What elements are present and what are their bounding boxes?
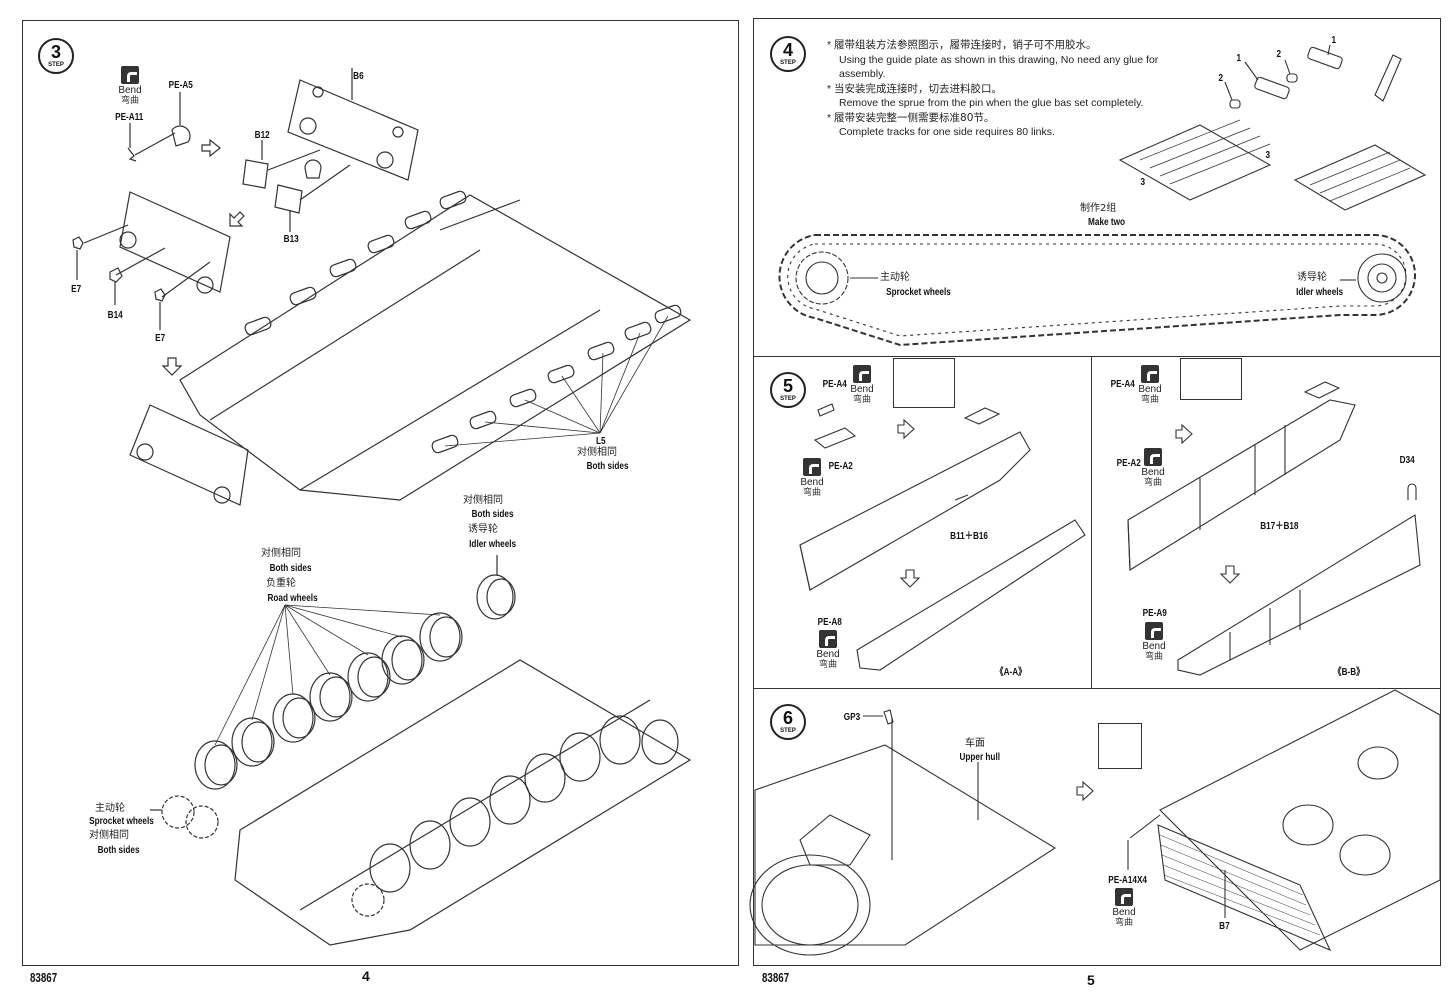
assembly-label-b17-b18: B17＋B18 [1260,521,1299,532]
sprocket-both-sides-cn: 对侧相同 [89,830,129,841]
part-label-pe-a9: PE-A9 [1142,608,1167,619]
road-both-sides-en: Both sides [269,563,312,574]
bend-icon [819,630,837,648]
bend-indicator: Bend 弯曲 [842,365,882,405]
idler-wheels-en: Idler wheels [469,539,517,550]
bend-icon [1145,622,1163,640]
part-label-l5: L5 [596,436,606,447]
idler-wheels-cn: 诱导轮 [468,524,498,535]
note-3: * 履带安装完整一侧需要标准80节。 [827,111,995,124]
callout-3: 3 [1140,177,1146,188]
divider [753,688,1441,689]
bend-indicator: Bend 弯曲 [110,66,150,106]
idler-both-sides-cn: 对侧相同 [463,495,503,506]
step-3-badge: 3 STEP [38,38,74,74]
section-label-b-b: 《B-B》 [1333,667,1365,678]
part-label-pe-a4: PE-A4 [1110,379,1135,390]
part-label-b6: B6 [353,71,364,82]
sprocket-wheels-cn: 主动轮 [880,272,910,283]
bend-indicator: Bend 弯曲 [808,630,848,670]
sprocket-wheels-cn: 主动轮 [95,803,125,814]
upper-hull-cn: 车面 [965,738,985,749]
part-label-pe-a2: PE-A2 [1116,458,1141,469]
part-label-b12: B12 [254,130,270,141]
part-label-d34: D34 [1399,455,1415,466]
road-wheels-cn: 负重轮 [266,578,296,589]
part-label-e7: E7 [155,333,166,344]
road-both-sides-cn: 对侧相同 [261,548,301,559]
bend-indicator: Bend 弯曲 [792,458,832,498]
make-two-en: Make two [1088,217,1125,228]
part-label-pe-a11: PE-A11 [115,112,144,123]
road-wheels-en: Road wheels [267,593,318,604]
part-label-b14: B14 [107,310,123,321]
callout-1: 1 [1236,53,1242,64]
part-label-pe-a4: PE-A4 [822,379,847,390]
idler-wheels-en: Idler wheels [1296,287,1344,298]
bend-icon [121,66,139,84]
callout-1: 1 [1331,35,1337,46]
part-label-pe-a8: PE-A8 [817,617,842,628]
callout-2: 2 [1276,49,1282,60]
page-number: 4 [362,968,370,984]
upper-hull-en: Upper hull [959,752,1001,763]
bend-icon [803,458,821,476]
step-4-notes: * 履带组装方法参照图示，履带连接时，销子可不用胶水。 Using the gu… [827,38,1169,140]
kit-number: 83867 [30,970,58,985]
part-label-pe-a14x4: PE-A14X4 [1108,875,1147,886]
divider [753,356,1441,357]
bend-icon [1115,888,1133,906]
idler-wheels-cn: 诱导轮 [1297,272,1327,283]
callout-2: 2 [1218,73,1224,84]
make-two-cn: 制作2组 [1080,203,1117,214]
idler-both-sides-en: Both sides [471,509,514,520]
bend-indicator: Bend 弯曲 [1133,448,1173,488]
part-label-pe-a5: PE-A5 [168,80,193,91]
sprocket-both-sides-en: Both sides [97,845,140,856]
bend-indicator: Bend 弯曲 [1104,888,1144,928]
section-label-a-a: 《A-A》 [995,667,1027,678]
l5-both-sides-cn: 对侧相同 [577,447,617,458]
divider [1091,356,1092,688]
assembly-label-b11-b16: B11＋B16 [950,531,988,542]
callout-3: 3 [1265,150,1271,161]
bend-icon [853,365,871,383]
bend-icon [1144,448,1162,466]
detail-callout-a [893,358,955,408]
kit-number: 83867 [762,970,790,985]
sprocket-wheels-en: Sprocket wheels [89,816,154,827]
detail-callout-b [1180,358,1242,400]
page-number: 5 [1087,972,1095,988]
part-label-b7: B7 [1219,921,1230,932]
part-label-e7: E7 [71,284,82,295]
bend-indicator: Bend 弯曲 [1134,622,1174,662]
bend-icon [1141,365,1159,383]
note-1: * 履带组装方法参照图示，履带连接时，销子可不用胶水。 [827,39,1097,51]
sprocket-wheels-en: Sprocket wheels [886,287,951,298]
step-6-badge: 6 STEP [770,704,806,740]
note-2: * 当安装完成连接时，切去进料胶口。 [827,82,1003,95]
step-4-badge: 4 STEP [770,36,806,72]
bend-indicator: Bend 弯曲 [1130,365,1170,405]
part-label-b13: B13 [283,234,299,245]
part-label-pe-a2: PE-A2 [828,461,853,472]
detail-callout-hook [1098,723,1142,769]
step-5-badge: 5 STEP [770,372,806,408]
l5-both-sides-en: Both sides [586,461,629,472]
part-label-gp3: GP3 [843,712,861,723]
right-page-frame [753,18,1441,966]
